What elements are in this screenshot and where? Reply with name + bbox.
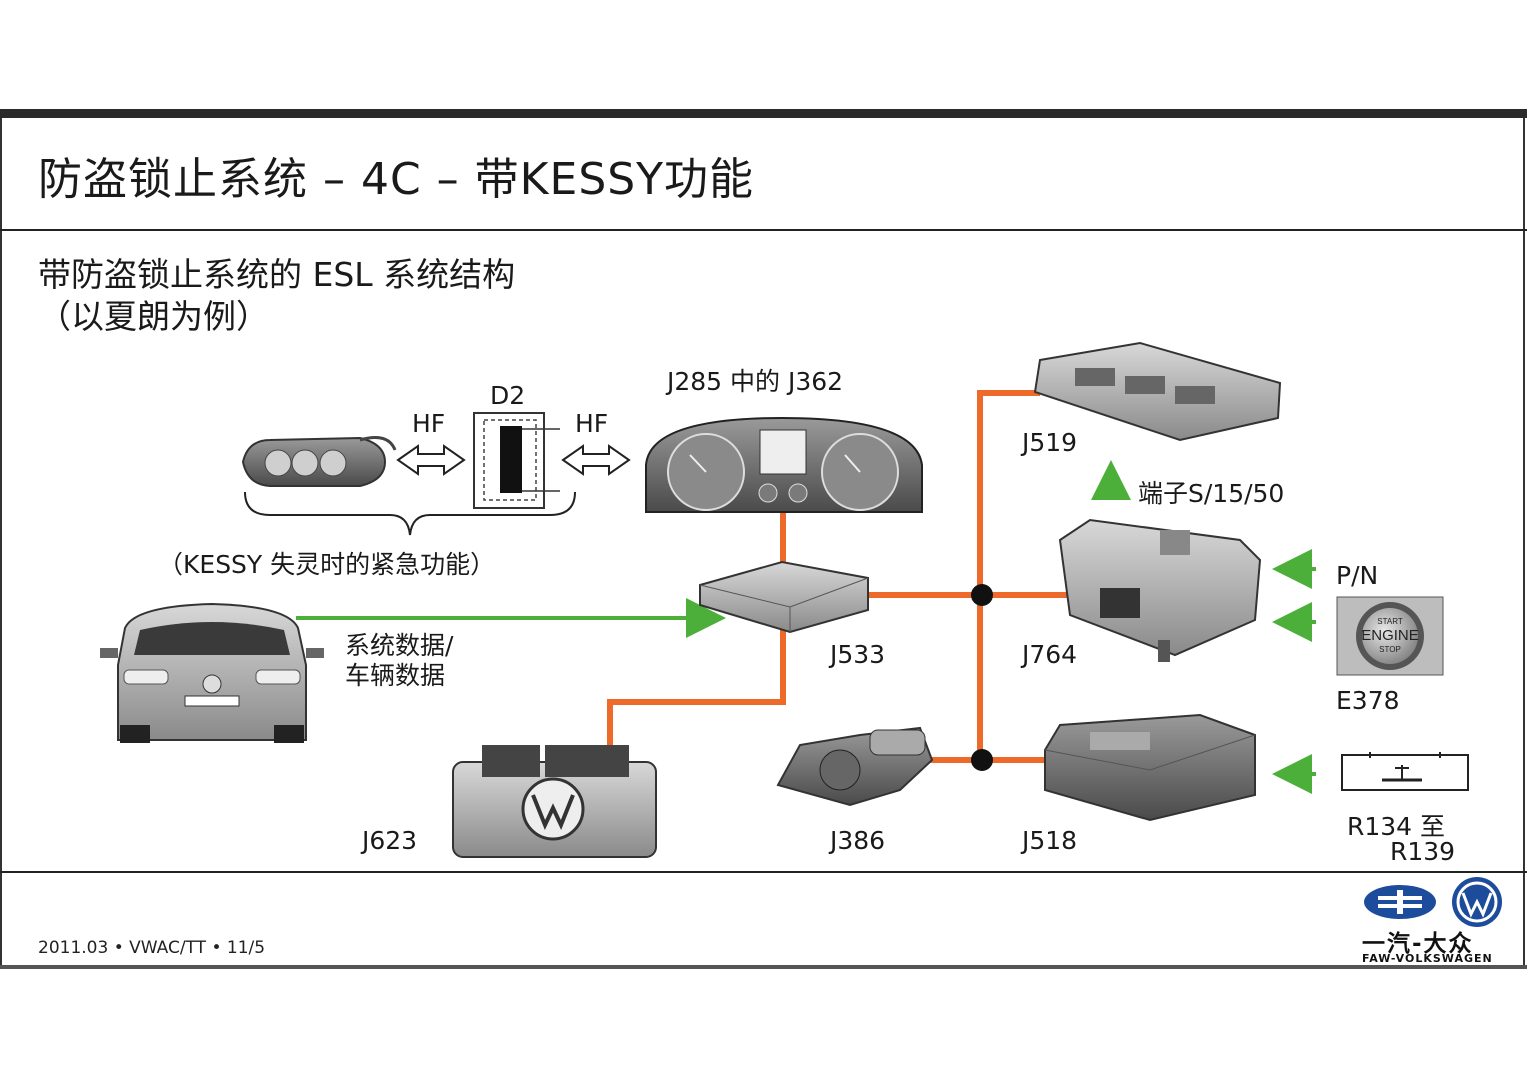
j386-label: J386 <box>830 826 886 855</box>
footer-divider <box>0 871 1527 873</box>
hf-arrow-left <box>396 444 466 476</box>
brand-logo-cn: 一汽-大众 <box>1362 931 1474 957</box>
top-bar <box>0 109 1527 118</box>
hf-label-left: HF <box>412 409 446 438</box>
slide-frame <box>0 118 1525 969</box>
bottom-bar <box>0 965 1527 969</box>
bus-j533-j623 <box>607 628 786 745</box>
slide-title: 防盗锁止系统 – 4C – 带KESSY功能 <box>38 154 755 205</box>
bus-node-lower <box>971 749 993 771</box>
kessy-note-label: （KESSY 失灵时的紧急功能） <box>158 550 496 579</box>
d2-coil-icon <box>473 412 560 509</box>
brand-logo-en: FAW-VOLKSWAGEN <box>1362 952 1493 965</box>
r134-label: R134 至 <box>1347 812 1446 841</box>
start-text: START <box>1377 617 1403 626</box>
e378-label: E378 <box>1336 686 1400 715</box>
terminal-label: 端子S/15/50 <box>1138 479 1285 508</box>
instrument-cluster-icon <box>645 416 923 513</box>
r139-label: R139 <box>1390 837 1456 866</box>
hf-label-right: HF <box>575 409 609 438</box>
j533-label: J533 <box>830 640 886 669</box>
vw-logo-icon <box>1452 877 1502 927</box>
j285-label: J285 中的 J362 <box>667 367 844 396</box>
j519-label: J519 <box>1022 428 1078 457</box>
j623-ecu-icon <box>452 745 657 858</box>
system-data-label-2: 车辆数据 <box>345 661 446 690</box>
faw-logo-icon <box>1364 885 1436 919</box>
bus-j519-spine <box>977 390 1040 760</box>
subtitle-line-1: 带防盗锁止系统的 ESL 系统结构 <box>38 255 516 294</box>
j623-label: J623 <box>362 826 418 855</box>
j764-lock-icon <box>1058 518 1262 662</box>
d2-label: D2 <box>490 381 526 410</box>
e378-start-button-icon: START ENGINE STOP <box>1336 596 1444 676</box>
stop-text: STOP <box>1379 645 1401 654</box>
bus-node-upper <box>971 584 993 606</box>
j386-door-module-icon <box>776 726 934 807</box>
key-fob-icon <box>241 436 397 487</box>
hf-arrow-right <box>561 444 631 476</box>
subtitle-line-2: （以夏朗为例） <box>38 297 269 336</box>
j533-gateway-icon <box>699 560 869 634</box>
title-divider <box>0 229 1527 231</box>
green-arrows <box>296 460 1316 794</box>
pn-label: P/N <box>1336 561 1379 590</box>
engine-text: ENGINE <box>1361 627 1419 644</box>
footer-text: 2011.03 • VWAC/TT • 11/5 <box>38 938 266 958</box>
kessy-brace <box>244 491 576 536</box>
j518-label: J518 <box>1022 826 1078 855</box>
j518-module-icon <box>1044 713 1256 822</box>
sharan-car-icon <box>100 602 324 743</box>
j519-module-icon <box>1033 341 1282 442</box>
r134-sensor-symbol <box>1341 752 1469 791</box>
j764-label: J764 <box>1022 640 1078 669</box>
system-data-label-1: 系统数据/ <box>345 631 454 660</box>
